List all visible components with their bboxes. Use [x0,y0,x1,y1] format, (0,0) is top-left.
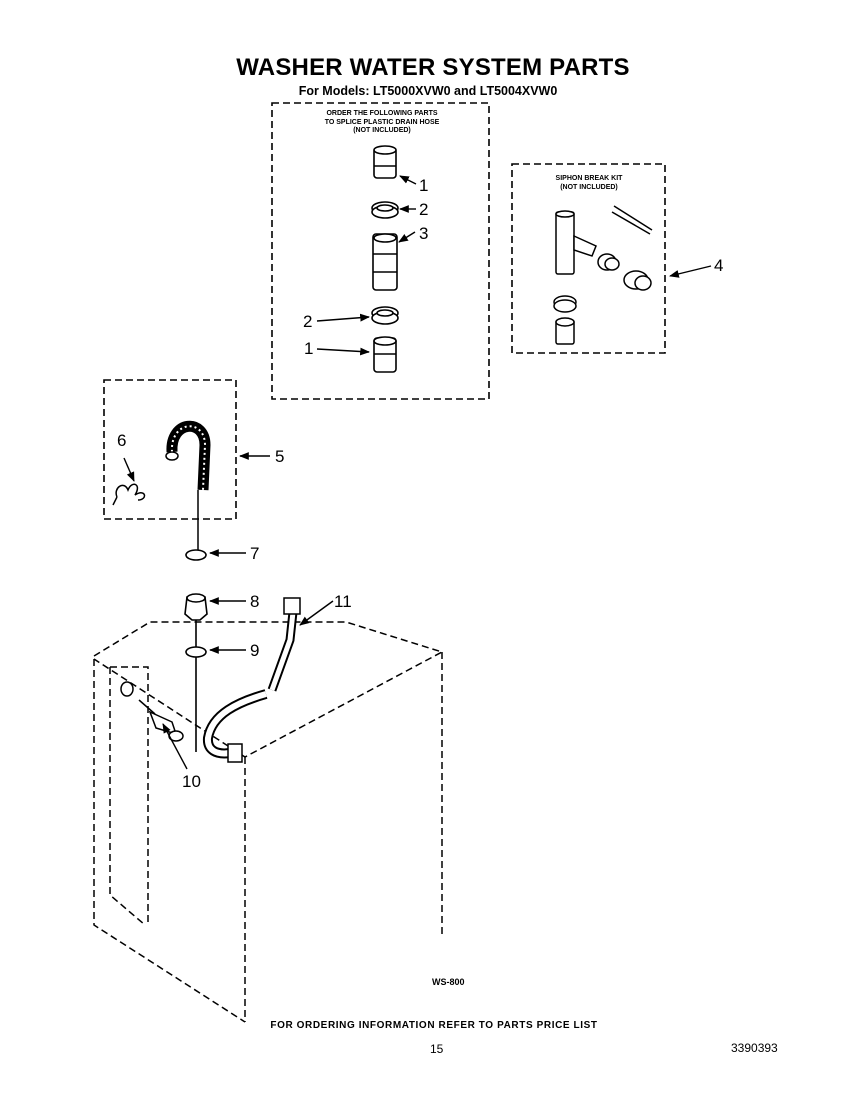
splice-kit-box [271,102,490,400]
siphon-kit-box [511,163,666,354]
callout-11: 11 [334,592,352,611]
callout-7: 7 [250,544,260,563]
splice-parts [371,145,399,373]
callout-2-lower: 2 [303,312,313,331]
callout-2: 2 [419,200,429,219]
siphon-parts [553,205,653,345]
figure-code: WS-800 [432,977,465,987]
callout-8: 8 [250,592,260,611]
callout-9: 9 [250,641,260,660]
siphon-kit-note: SIPHON BREAK KIT (NOT INCLUDED) [555,175,623,191]
callout-3: 3 [419,224,429,243]
page-number: 15 [430,1042,444,1056]
drain-hose [112,420,211,553]
models-subtitle: For Models: LT5000XVW0 and LT5004XVW0 [298,84,558,98]
washer-cabinet [93,621,444,1023]
ordering-info: FOR ORDERING INFORMATION REFER TO PARTS … [270,1020,598,1031]
callout-4: 4 [714,256,724,275]
splice-kit-note: ORDER THE FOLLOWING PARTS TO SPLICE PLAS… [324,110,440,134]
callout-1: 1 [419,176,429,195]
document-number: 3390393 [731,1041,778,1055]
callout-1-lower: 1 [304,339,314,358]
page-title: WASHER WATER SYSTEM PARTS [236,54,630,81]
callout-5: 5 [275,447,285,466]
callout-6: 6 [117,431,127,450]
drain-hose-box [103,379,237,520]
hose-fittings [184,549,208,752]
callout-10: 10 [182,772,201,791]
